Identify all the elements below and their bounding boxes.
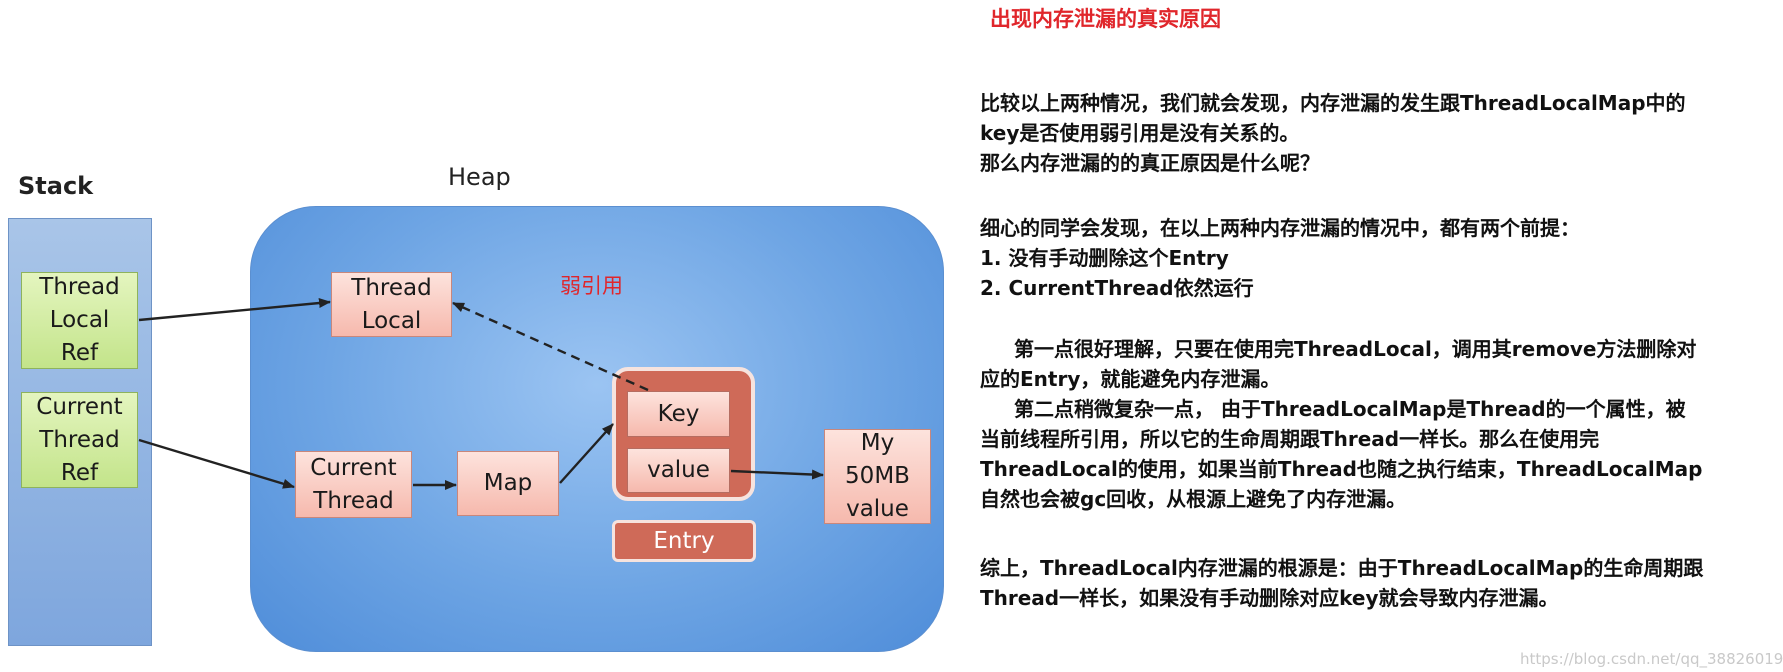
value-box: value bbox=[627, 448, 730, 493]
current-thread-line-1: Current bbox=[310, 454, 397, 481]
paragraph-3: 第一点很好理解，只要在使用完ThreadLocal，调用其remove方法删除对… bbox=[980, 334, 1760, 514]
paragraph-1: 比较以上两种情况，我们就会发现，内存泄漏的发生跟ThreadLocalMap中的… bbox=[980, 88, 1760, 178]
thread-local-line-2: Local bbox=[361, 307, 422, 334]
paragraph-2: 细心的同学会发现，在以上两种内存泄漏的情况中，都有两个前提： 1. 没有手动删除… bbox=[980, 213, 1760, 303]
map-box: Map bbox=[457, 451, 559, 516]
thread-local-ref-line-3: Ref bbox=[60, 340, 99, 366]
thread-local-box: Thread Local bbox=[331, 272, 452, 337]
current-thread-ref-line-1: Current bbox=[36, 393, 123, 420]
p2-line-2: 1. 没有手动删除这个Entry bbox=[980, 246, 1229, 270]
current-thread-ref-line-2: Thread bbox=[39, 426, 120, 453]
p1-line-3: 那么内存泄漏的的真正原因是什么呢？ bbox=[980, 151, 1320, 175]
my-value-line-2: 50MB bbox=[845, 463, 910, 489]
p3-line-4: 当前线程所引用，所以它的生命周期跟Thread一样长。那么在使用完 bbox=[980, 427, 1600, 451]
current-thread-ref-line-3: Ref bbox=[60, 459, 99, 486]
page-title: 出现内存泄漏的真实原因 bbox=[990, 7, 1221, 31]
p2-line-1: 细心的同学会发现，在以上两种内存泄漏的情况中，都有两个前提： bbox=[980, 216, 1580, 240]
thread-local-ref-line-1: Thread bbox=[39, 274, 120, 300]
p4-line-2: Thread一样长，如果没有手动删除对应key就会导致内存泄漏。 bbox=[980, 586, 1559, 610]
key-label: Key bbox=[657, 400, 700, 427]
weak-reference-label: 弱引用 bbox=[560, 274, 623, 298]
stack-label: Stack bbox=[18, 172, 94, 200]
p3-line-6: 自然也会被gc回收，从根源上避免了内存泄漏。 bbox=[980, 487, 1407, 511]
p3-line-3: 第二点稍微复杂一点， 由于ThreadLocalMap是Thread的一个属性，… bbox=[1014, 397, 1686, 421]
watermark: https://blog.csdn.net/qq_38826019 bbox=[1520, 650, 1783, 668]
current-thread-box: Current Thread bbox=[295, 451, 412, 518]
map-label: Map bbox=[483, 470, 533, 496]
entry-label-box: Entry bbox=[612, 520, 756, 562]
p1-line-2: key是否使用弱引用是没有关系的。 bbox=[980, 121, 1300, 145]
p3-line-1: 第一点很好理解，只要在使用完ThreadLocal，调用其remove方法删除对 bbox=[1014, 337, 1697, 361]
entry-label: Entry bbox=[653, 527, 715, 554]
my-50mb-value-box: My 50MB value bbox=[824, 429, 931, 524]
p3-line-5: ThreadLocal的使用，如果当前Thread也随之执行结束，ThreadL… bbox=[980, 457, 1703, 481]
value-label: value bbox=[647, 457, 710, 483]
my-value-line-1: My bbox=[860, 430, 895, 456]
p3-line-2: 应的Entry，就能避免内存泄漏。 bbox=[980, 367, 1281, 391]
p1-line-1: 比较以上两种情况，我们就会发现，内存泄漏的发生跟ThreadLocalMap中的 bbox=[980, 91, 1686, 115]
key-box: Key bbox=[627, 391, 730, 437]
my-value-line-3: value bbox=[846, 496, 909, 522]
p4-line-1: 综上，ThreadLocal内存泄漏的根源是：由于ThreadLocalMap的… bbox=[980, 556, 1704, 580]
heap-label: Heap bbox=[448, 163, 511, 191]
thread-local-ref-box: Thread Local Ref bbox=[21, 272, 138, 369]
thread-local-line-1: Thread bbox=[351, 274, 432, 301]
paragraph-4: 综上，ThreadLocal内存泄漏的根源是：由于ThreadLocalMap的… bbox=[980, 553, 1760, 613]
thread-local-ref-line-2: Local bbox=[49, 307, 110, 333]
current-thread-line-2: Thread bbox=[313, 487, 394, 514]
current-thread-ref-box: Current Thread Ref bbox=[21, 392, 138, 488]
p2-line-3: 2. CurrentThread依然运行 bbox=[980, 276, 1254, 300]
